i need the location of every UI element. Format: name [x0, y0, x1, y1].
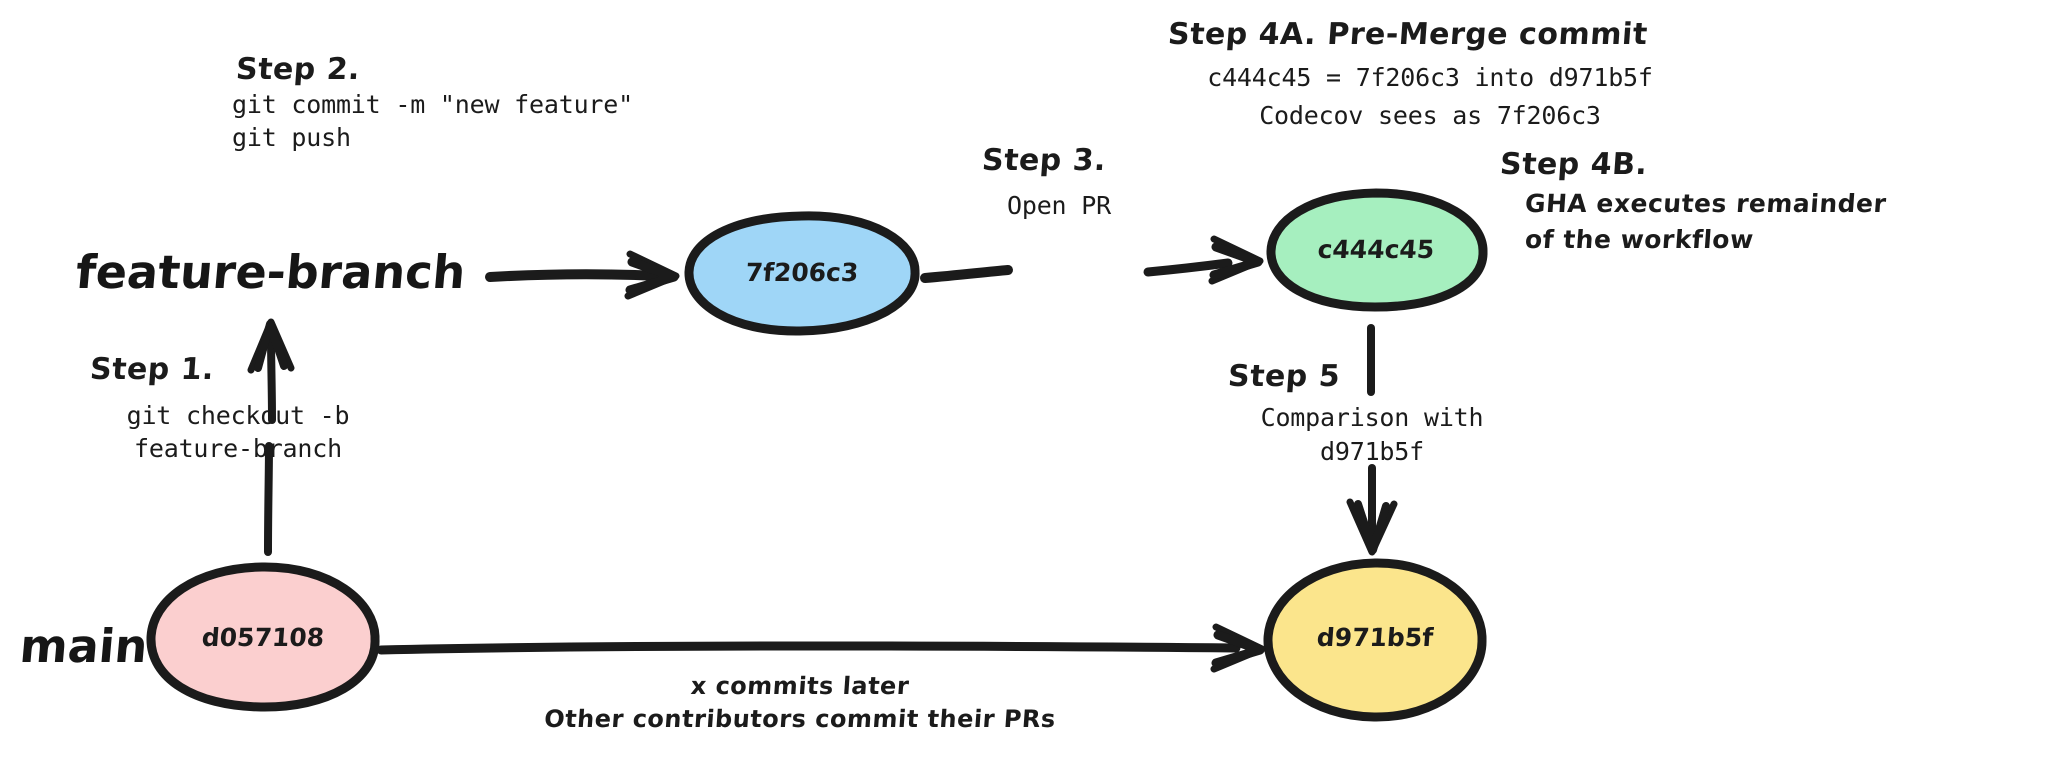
branch-label-main: main	[17, 619, 150, 673]
step4b-heading: Step 4B.	[1498, 147, 1649, 182]
node-label-7f206c3: 7f206c3	[744, 258, 860, 287]
step5-line-1: Comparison with	[1260, 403, 1484, 432]
step1-heading: Step 1.	[88, 352, 216, 387]
node-label-d057108: d057108	[200, 623, 326, 652]
step2-line-2: git push	[232, 123, 351, 152]
step4a-heading: Step 4A. Pre-Merge commit	[1166, 17, 1649, 52]
arrow-featurebranch-to-7f206c3	[485, 254, 676, 296]
node-commit-c444c45[interactable]	[1266, 188, 1488, 312]
branch-label-feature-branch: feature-branch	[73, 245, 468, 299]
step1-line-1: git checkout -b	[126, 401, 350, 430]
main-line-note-1: x commits later	[689, 672, 911, 700]
step4b-line-1: GHA executes remainder	[1524, 189, 1888, 218]
step1-line-2: feature-branch	[134, 434, 342, 463]
step4a-line-1: c444c45 = 7f206c3 into d971b5f	[1207, 63, 1653, 92]
step3-line-1: Open PR	[1007, 191, 1111, 220]
node-commit-d971b5f[interactable]	[1263, 558, 1487, 722]
arrow-7f206c3-to-c444c45	[920, 239, 1260, 281]
step3-heading: Step 3.	[980, 143, 1108, 178]
step5-heading: Step 5	[1226, 359, 1342, 394]
step2-heading: Step 2.	[234, 52, 362, 87]
node-label-d971b5f: d971b5f	[1315, 623, 1435, 652]
arrow-c444c45-to-d971b5f	[1350, 324, 1394, 552]
step2-line-1: git commit -m "new feature"	[232, 90, 633, 119]
node-commit-d057108[interactable]	[146, 562, 380, 712]
step4a-line-2: Codecov sees as 7f206c3	[1259, 101, 1601, 130]
main-line-note-2: Other contributors commit their PRs	[543, 705, 1057, 733]
step5-line-2: d971b5f	[1320, 437, 1424, 466]
arrow-d057108-to-d971b5f	[376, 627, 1262, 669]
node-label-c444c45: c444c45	[1316, 235, 1436, 264]
arrow-d057108-to-featurebranch	[251, 322, 291, 556]
node-commit-7f206c3[interactable]	[684, 211, 920, 336]
step4b-line-2: of the workflow	[1524, 225, 1755, 254]
